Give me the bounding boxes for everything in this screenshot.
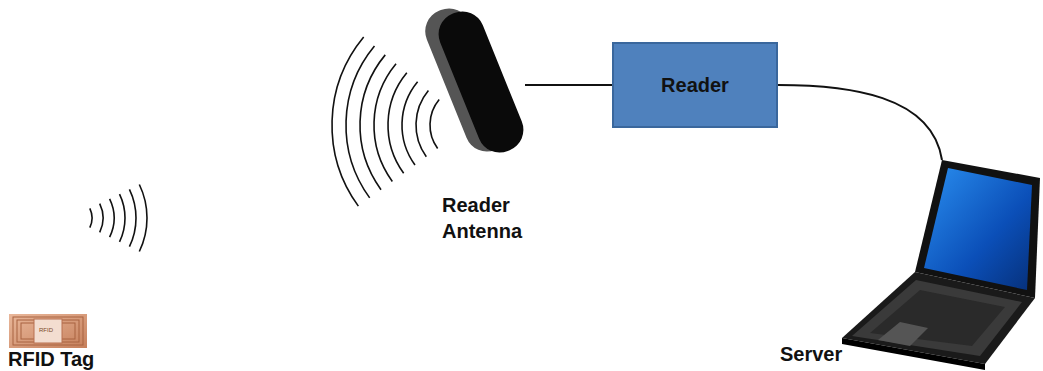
node-label: RFID Tag [8, 346, 94, 371]
reader-box: Reader [612, 42, 778, 128]
radio-waves [90, 37, 439, 251]
server-laptop: Server [772, 160, 1040, 371]
cable [525, 84, 612, 86]
laptop-icon [842, 160, 1040, 370]
node-label: Reader [661, 74, 729, 97]
cable [778, 85, 942, 160]
rfid-tag-icon [9, 314, 87, 348]
node-label: Server [780, 341, 842, 367]
reader-antenna: Reader Antenna [400, 0, 525, 262]
antenna-shape [419, 2, 530, 159]
chip-label: RFID [39, 327, 53, 333]
rfid-tag: RFID Tag [5, 312, 135, 371]
node-label: Reader Antenna [442, 192, 538, 244]
